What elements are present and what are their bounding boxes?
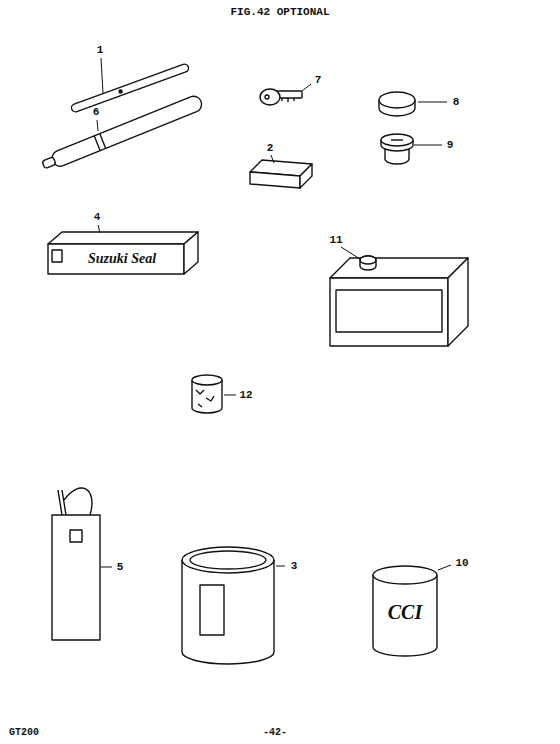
- cap: [379, 92, 415, 116]
- tube-pack: [52, 488, 100, 640]
- page-code: GT200: [9, 728, 39, 738]
- callout-number: 5: [117, 562, 124, 573]
- plug: [381, 134, 413, 164]
- callout-number: 1: [97, 45, 104, 56]
- ignition-key: [260, 89, 302, 105]
- callout-number: 6: [93, 107, 100, 118]
- package-text: Suzuki Seal: [88, 252, 156, 266]
- cci-can: [373, 566, 437, 656]
- callout-number: 11: [329, 235, 342, 246]
- oil-can: [330, 256, 468, 346]
- callout-number: 8: [453, 97, 460, 108]
- callout-number: 3: [291, 561, 298, 572]
- callout-number: 10: [455, 558, 468, 569]
- leader-lines: [97, 58, 451, 570]
- callout-number: 2: [267, 143, 274, 154]
- tube-wrench: [40, 94, 204, 173]
- page-number: -42-: [263, 728, 287, 738]
- small-box: [250, 160, 312, 188]
- package-text: CCI: [388, 602, 422, 622]
- paint-can: [182, 547, 274, 664]
- small-jar: [192, 375, 222, 413]
- callout-number: 4: [94, 212, 101, 223]
- figure-title: FIG.42 OPTIONAL: [230, 7, 329, 18]
- callout-number: 9: [447, 140, 454, 151]
- callout-number: 7: [315, 75, 322, 86]
- seal-box: [48, 232, 198, 274]
- callout-number: 12: [239, 390, 252, 401]
